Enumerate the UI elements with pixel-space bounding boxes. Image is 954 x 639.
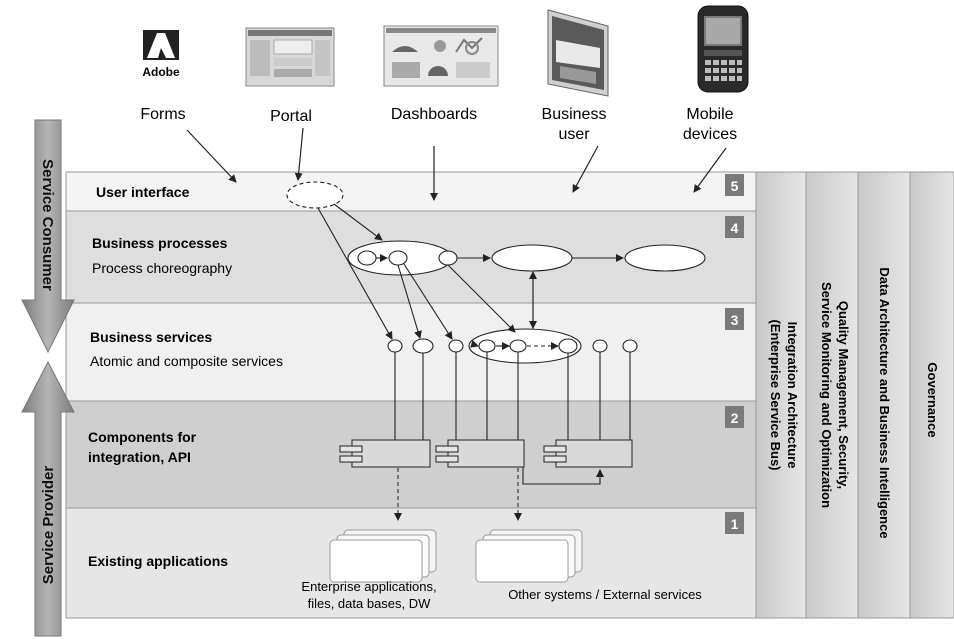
layer-badges: 5 4 3 2 1 [725,174,744,534]
component-to-app-arrows [394,468,522,521]
badge-3-number: 3 [731,312,739,328]
badge-5-number: 5 [731,178,739,194]
cross-cutting-columns: Integration Architecture (Enterprise Ser… [755,171,954,619]
column-quality-line-1: Quality Management, Security, [836,301,851,489]
column-governance [909,171,954,619]
mobile-devices-arrow [693,147,727,193]
process-node-a [357,250,377,266]
badge-4-number: 4 [731,220,739,236]
process-node-e [624,244,706,272]
portal-arrow [294,127,304,181]
layer-4-subtitle: Process choreography [92,260,232,276]
service-node-2 [412,338,434,354]
screen-icon [547,9,609,97]
badge-1-number: 1 [731,516,739,532]
business-user-label-1: Business [542,106,607,123]
service-node-8 [622,339,638,353]
service-node-5 [509,339,527,353]
service-provider-arrow [21,360,75,637]
component-3 [555,439,633,468]
badge-1 [725,512,744,534]
column-governance-label: Governance [925,362,940,437]
column-quality [805,171,859,619]
layer-4-title: Business processes [92,235,228,251]
mobile-devices-label-1: Mobile [686,106,733,123]
column-integration-line-1: Integration Architecture [785,322,800,469]
enterprise-caption-line-1: Enterprise applications, [301,579,436,594]
layer-2-title: Components for [88,429,197,445]
service-node-1 [387,339,403,353]
mobile-devices-label-2: devices [683,126,737,143]
portal-label: Portal [270,108,312,125]
column-data-architecture [857,171,911,619]
business-user-label-2: user [558,126,590,143]
column-quality-line-2: Service Monitoring and Optimization [819,282,834,508]
badge-3 [725,308,744,330]
column-integration [755,171,807,619]
column-integration-line-2: (Enterprise Service Bus) [768,319,783,470]
component-2 [447,439,525,468]
component-1 [351,439,431,468]
business-user-arrow [572,145,599,193]
external-caption: Other systems / External services [508,587,702,602]
badge-2-number: 2 [731,410,739,426]
layer-3-subtitle: Atomic and composite services [90,353,283,369]
forms-arrow [186,129,237,183]
service-node-3 [448,339,464,353]
dashboard-screenshot-icon [383,25,499,87]
forms-label: Forms [140,106,185,123]
service-node-4 [478,339,496,353]
left-arrows: Service Consumer Service Provider [21,119,75,637]
layer-band-3 [65,302,757,402]
service-consumer-arrow [21,119,75,354]
layer-labels: User interface Business processes Proces… [88,184,283,569]
layer-2-subtitle: integration, API [88,449,191,465]
bottom-captions: Enterprise applications, files, data bas… [301,579,702,611]
column-data-architecture-label: Data Architecture and Business Intellige… [877,267,892,538]
ui-node [286,181,344,209]
process-node-c [438,250,458,266]
top-arrows [186,127,727,201]
components [339,439,633,468]
layer-1-title: Existing applications [88,553,228,569]
portal-screenshot-icon [245,27,335,87]
enterprise-caption-line-2: files, data bases, DW [308,596,432,611]
layers [65,171,757,619]
service-node-7 [592,339,608,353]
badge-2 [725,406,744,428]
layer-band-5 [65,171,757,212]
flow [286,181,706,485]
dashboards-label: Dashboards [391,106,477,123]
layer-5-title: User interface [96,184,190,200]
service-node-6 [558,338,578,354]
adobe-logo-text: Adobe [142,65,180,79]
process-node-d [491,244,573,272]
smartphone-icon [697,5,749,93]
layer-3-title: Business services [90,329,212,345]
badge-4 [725,216,744,238]
service-consumer-label: Service Consumer [39,159,56,291]
service-provider-label: Service Provider [40,466,57,585]
top-labels: Forms Portal Dashboards Business user Mo… [140,106,737,143]
adobe-logo-icon: Adobe [142,30,180,79]
badge-5 [725,174,744,196]
external-systems-stack [475,529,583,583]
enterprise-apps-stack [329,529,437,583]
process-node-b [388,250,408,266]
